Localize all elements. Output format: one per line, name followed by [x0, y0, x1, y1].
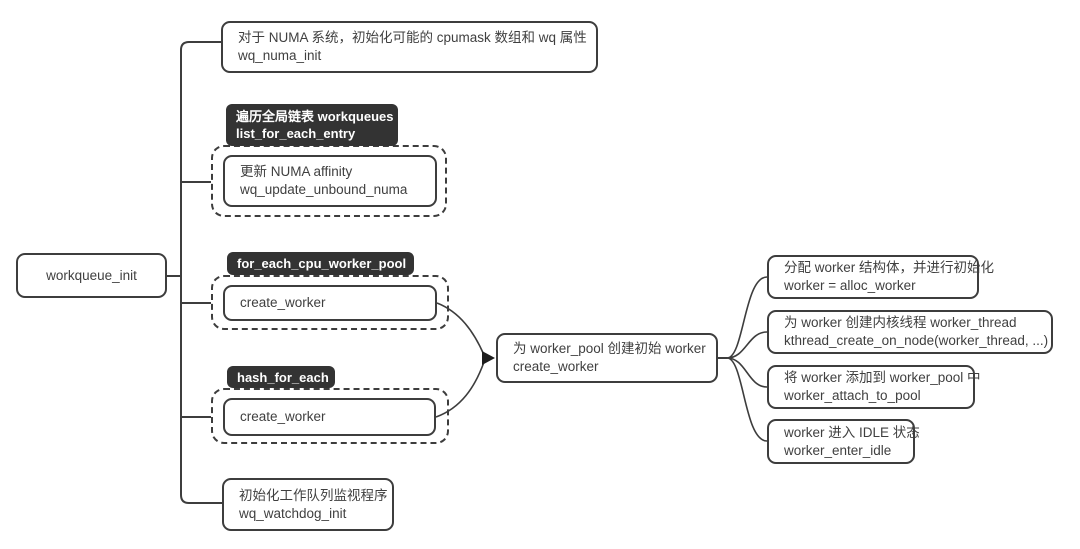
node-desc: 分配 worker 结构体，并进行初始化: [784, 260, 995, 275]
node-func: create_worker: [240, 409, 326, 424]
node-desc: worker 进入 IDLE 状态: [784, 424, 920, 440]
curve-cpu-to-create: [436, 302, 485, 356]
node-desc: 将 worker 添加到 worker_pool 中: [784, 370, 981, 385]
fan-to-idle: [726, 357, 768, 442]
node-func: create_worker: [513, 359, 599, 374]
node-workqueue-init: workqueue_init: [16, 253, 167, 298]
group-label-desc: 遍历全局链表 workqueues: [236, 109, 394, 124]
group-frame-for-each-cpu-worker-pool: [211, 275, 449, 330]
group-frame-hash-for-each: [211, 388, 449, 444]
node-wq-watchdog-init: 初始化工作队列监视程序 wq_watchdog_init: [222, 478, 394, 531]
group-frame-list-for-each-entry: [211, 145, 447, 217]
node-func: create_worker: [240, 295, 326, 310]
node-alloc-worker: 分配 worker 结构体，并进行初始化 worker = alloc_work…: [767, 255, 995, 299]
fan-to-attach: [726, 357, 768, 388]
group-label-func: list_for_each_entry: [236, 126, 356, 141]
node-func: wq_watchdog_init: [239, 505, 347, 521]
node-worker-enter-idle: worker 进入 IDLE 状态 worker_enter_idle: [767, 419, 920, 464]
node-kthread-create-on-node: 为 worker 创建内核线程 worker_thread kthread_cr…: [767, 310, 1053, 354]
group-label-func: for_each_cpu_worker_pool: [237, 256, 407, 271]
arrowhead: [482, 351, 495, 365]
node-desc: 更新 NUMA affinity: [240, 164, 353, 179]
node-desc: 初始化工作队列监视程序: [239, 487, 388, 503]
node-desc: 为 worker 创建内核线程 worker_thread: [784, 315, 1017, 330]
node-label: workqueue_init: [46, 267, 137, 283]
node-func: worker_enter_idle: [784, 442, 892, 458]
node-worker-attach-to-pool: 将 worker 添加到 worker_pool 中 worker_attach…: [767, 365, 981, 409]
node-create-worker-hash: create_worker: [223, 398, 436, 436]
node-func: worker_attach_to_pool: [784, 388, 921, 403]
node-func: wq_numa_init: [238, 48, 322, 63]
node-desc: 为 worker_pool 创建初始 worker: [513, 341, 706, 356]
group-label-for-each-cpu-worker-pool: for_each_cpu_worker_pool: [227, 252, 414, 275]
curve-hash-to-create: [435, 361, 485, 418]
node-func: kthread_create_on_node(worker_thread, ..…: [784, 333, 1049, 348]
node-desc: 对于 NUMA 系统，初始化可能的 cpumask 数组和 wq 属性: [238, 30, 587, 45]
group-label-hash-for-each: hash_for_each: [227, 366, 335, 388]
node-create-worker-detail: 为 worker_pool 创建初始 worker create_worker: [496, 333, 718, 383]
node-wq-numa-init: 对于 NUMA 系统，初始化可能的 cpumask 数组和 wq 属性 wq_n…: [221, 21, 598, 73]
node-func: worker = alloc_worker: [784, 278, 916, 293]
fan-to-kthread: [726, 331, 768, 359]
trunk-line: [180, 41, 222, 504]
group-label-list-for-each-entry: 遍历全局链表 workqueues list_for_each_entry: [226, 104, 398, 146]
group-label-func: hash_for_each: [237, 369, 329, 385]
node-create-worker-cpu: create_worker: [223, 285, 437, 321]
node-func: wq_update_unbound_numa: [240, 182, 408, 197]
fan-to-alloc: [726, 276, 768, 359]
node-wq-update-unbound-numa: 更新 NUMA affinity wq_update_unbound_numa: [223, 155, 437, 207]
